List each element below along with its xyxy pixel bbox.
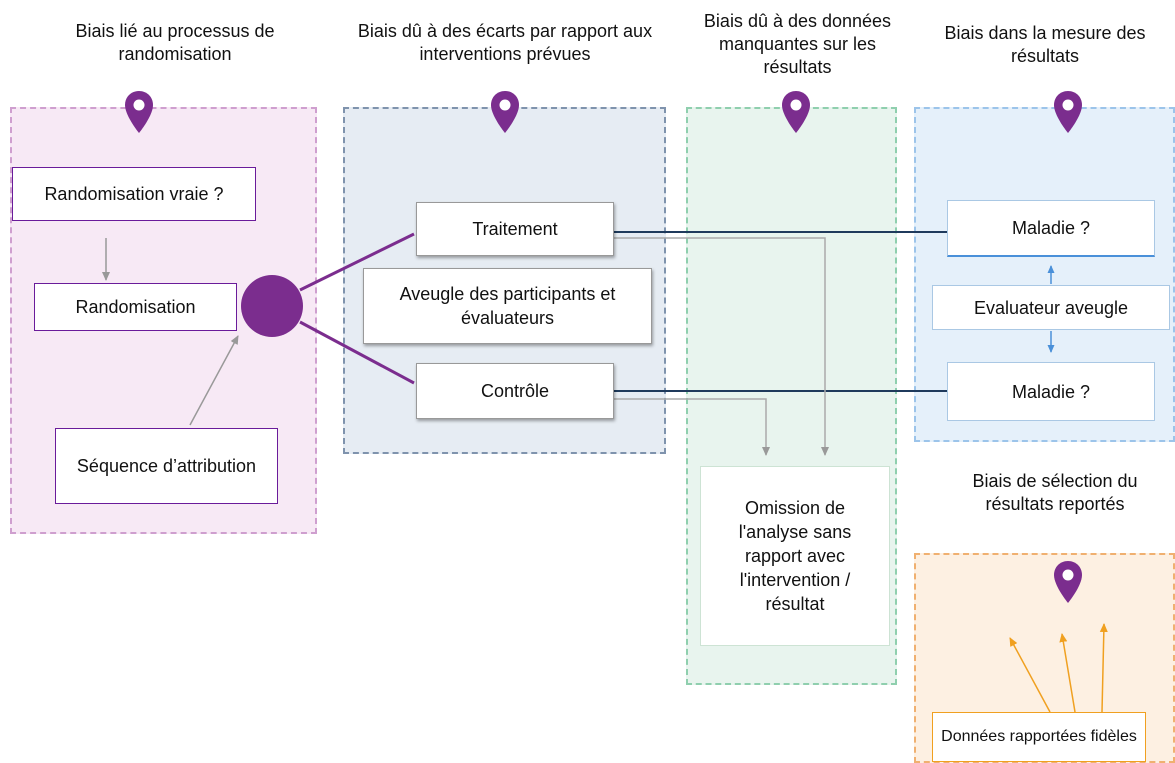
treatment-box: Traitement (416, 202, 614, 256)
blinding-label: Aveugle des participants et évaluateurs (399, 284, 616, 328)
omission-label: Omission de l'analyse sans rapport avec … (738, 498, 852, 614)
map-pin-icon (1054, 561, 1082, 603)
disease-top-box: Maladie ? (947, 200, 1155, 257)
heading-deviations: Biais dû à des écarts par rapport aux in… (357, 21, 653, 64)
reported-data-box: Données rapportées fidèles (932, 712, 1146, 762)
randomisation-node (241, 275, 303, 337)
true-randomisation-label: Randomisation vraie ? (44, 184, 224, 204)
reported-data-label: Données rapportées fidèles (941, 728, 1137, 745)
arrow-control-omission (614, 398, 770, 456)
map-pin-icon (1054, 91, 1082, 133)
map-pin-icon (782, 91, 810, 133)
arrow-sequence-to-randomisation (189, 335, 239, 426)
heading-randomisation: Biais lié au processus de randomisation (75, 21, 275, 64)
map-pin-icon (491, 91, 519, 133)
arrow-reported-1 (1009, 637, 1051, 713)
randomisation-box: Randomisation (34, 283, 237, 331)
disease-bottom-box: Maladie ? (947, 362, 1155, 421)
arrow-reported-2 (1059, 633, 1076, 713)
randomisation-label: Randomisation (75, 297, 196, 317)
link-circle-control (299, 320, 415, 385)
blind-assessor-box: Evaluateur aveugle (932, 285, 1170, 330)
arrow-treatment-omission (614, 237, 829, 456)
control-label: Contrôle (480, 381, 550, 401)
true-randomisation-box: Randomisation vraie ? (12, 167, 256, 221)
map-pin-icon (125, 91, 153, 133)
sequence-label: Séquence d’attribution (76, 456, 257, 476)
control-box: Contrôle (416, 363, 614, 419)
disease-top-label: Maladie ? (1011, 218, 1091, 238)
blind-assessor-label: Evaluateur aveugle (973, 297, 1129, 318)
sequence-box: Séquence d’attribution (55, 428, 278, 504)
treatment-label: Traitement (472, 219, 558, 239)
blinding-box: Aveugle des participants et évaluateurs (363, 268, 652, 344)
heading-missing-data: Biais dû à des données manquantes sur le… (703, 11, 892, 77)
heading-selection: Biais de sélection du résultats reportés (972, 471, 1138, 514)
link-circle-treatment (299, 232, 415, 292)
omission-box: Omission de l'analyse sans rapport avec … (700, 466, 890, 646)
arrow-reported-3 (1099, 623, 1108, 713)
heading-measurement: Biais dans la mesure des résultats (944, 23, 1146, 66)
disease-bottom-label: Maladie ? (1011, 381, 1091, 402)
